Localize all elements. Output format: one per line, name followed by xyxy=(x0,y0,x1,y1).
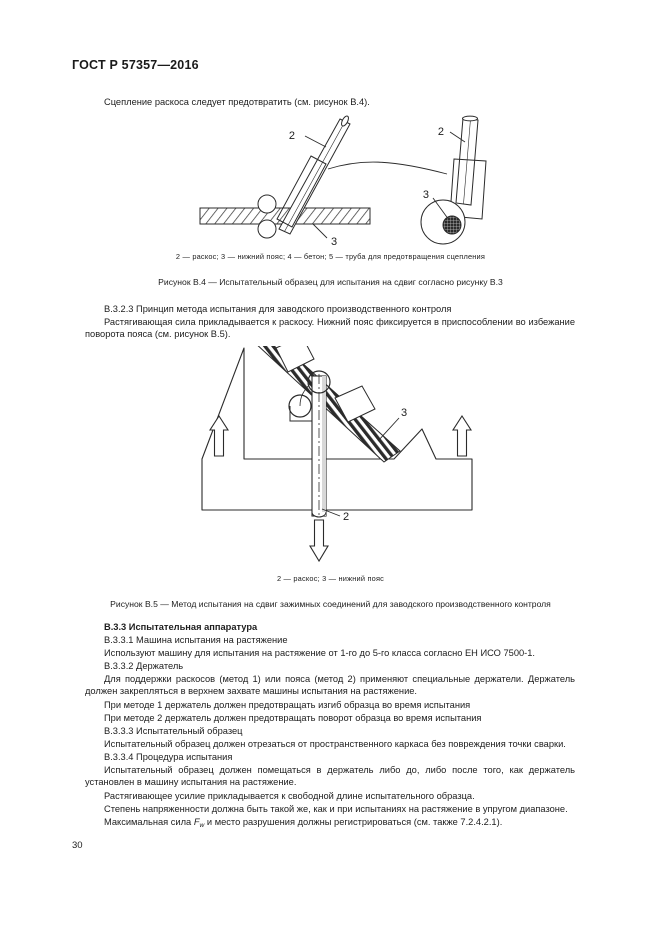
clause-b334-text: Испытательный образец должен помещаться … xyxy=(85,765,575,788)
clause-b332-note-2: При методе 2 держатель должен предотвращ… xyxy=(104,713,482,723)
figure-b5: 3 2 xyxy=(172,346,502,571)
svg-text:2: 2 xyxy=(343,511,349,523)
clause-b332-note-1: При методе 1 держатель должен предотвращ… xyxy=(104,700,471,710)
final-line-suffix: и место разрушения должны регистрировать… xyxy=(204,817,503,827)
figure-b4: 2 3 2 3 xyxy=(195,112,495,252)
intro-paragraph: Сцепление раскоса следует предотвратить … xyxy=(104,97,370,107)
clause-b333-heading: В.3.3.3 Испытательный образец xyxy=(104,726,243,736)
clause-b334-note-2: Степень напряженности должна быть такой … xyxy=(104,804,568,814)
svg-text:3: 3 xyxy=(331,236,337,248)
clause-b331-text: Используют машину для испытания на растя… xyxy=(104,648,536,658)
clause-b323-paragraph: Растягивающая сила прикладывается к раск… xyxy=(85,317,575,340)
clause-b334-final-line: Максимальная сила Fw и место разрушения … xyxy=(104,816,594,832)
section-b33-title: В.3.3 Испытательная аппаратура xyxy=(104,622,258,632)
clause-b332-text: Для поддержки раскосов (метод 1) или поя… xyxy=(85,674,575,697)
svg-text:3: 3 xyxy=(401,407,407,419)
page-number: 30 xyxy=(72,840,83,851)
figure-b4-legend: 2 — раскос; 3 — нижний пояс; 4 — бетон; … xyxy=(175,252,486,261)
svg-text:2: 2 xyxy=(289,130,295,142)
clause-b334-note-1: Растягивающее усилие прикладывается к св… xyxy=(104,791,475,801)
figure-b5-caption: Рисунок В.5 — Метод испытания на сдвиг з… xyxy=(110,599,551,609)
final-line-prefix: Максимальная сила xyxy=(104,817,194,827)
force-symbol: F xyxy=(193,817,200,827)
figure-b5-legend: 2 — раскос; 3 — нижний пояс xyxy=(276,574,385,583)
clause-b334-heading: В.3.3.4 Процедура испытания xyxy=(104,752,233,762)
clause-b333-text: Испытательный образец должен отрезаться … xyxy=(104,739,566,749)
clause-b332-heading: В.3.3.2 Держатель xyxy=(104,661,184,671)
standard-header: ГОСТ Р 57357—2016 xyxy=(72,58,199,72)
force-symbol-subscript: w xyxy=(199,821,205,829)
clause-b331-heading: В.3.3.1 Машина испытания на растяжение xyxy=(104,635,288,645)
svg-text:3: 3 xyxy=(423,189,429,201)
clause-b323-heading: В.3.2.3 Принцип метода испытания для зав… xyxy=(104,304,452,314)
figure-b4-caption: Рисунок В.4 — Испытательный образец для … xyxy=(158,277,503,287)
svg-text:2: 2 xyxy=(438,126,444,138)
